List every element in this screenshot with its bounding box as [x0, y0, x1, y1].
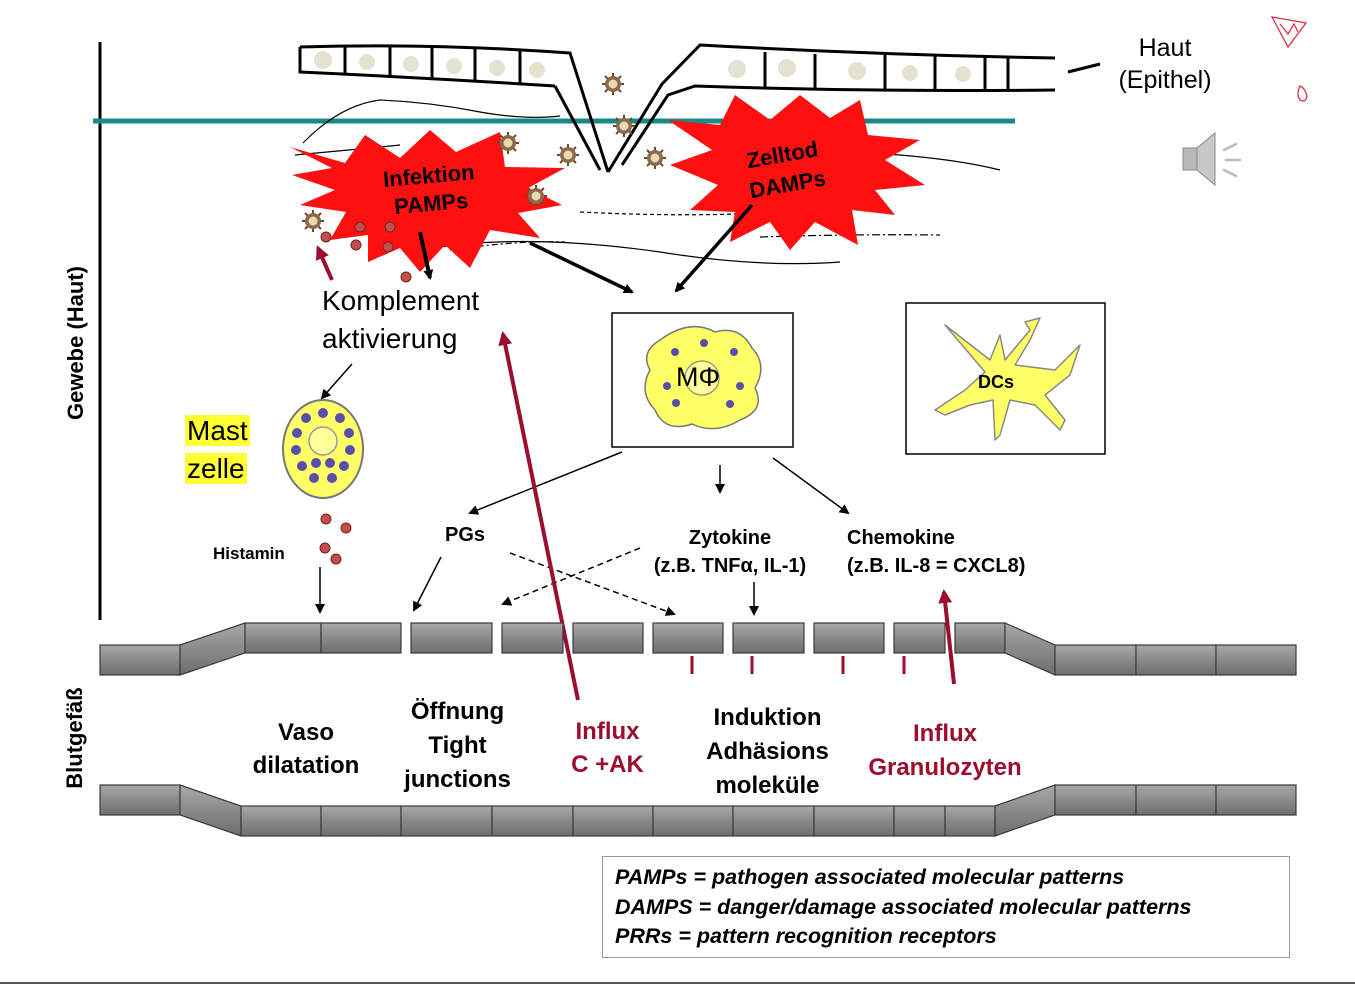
- complement-dots: [320, 221, 412, 283]
- macrophage-panel: [611, 312, 794, 448]
- cytokines-label: Zytokine(z.B. TNFα, IL-1): [653, 527, 807, 577]
- tissue-axis-label: Gewebe (Haut): [63, 265, 88, 421]
- legend-pamps: PAMPs = pathogen associated molecular pa…: [615, 865, 1125, 889]
- skin-epithelium-label: Haut(Epithel): [1118, 34, 1212, 94]
- pen-annotation: [1270, 16, 1308, 102]
- vessel-upper-wall: [99, 622, 1297, 676]
- dendritic-cells-label: DCs: [978, 372, 1015, 392]
- legend-prrs: PRRs = pattern recognition receptors: [615, 924, 997, 948]
- abbreviation-legend: PAMPs = pathogen associated molecular pa…: [602, 856, 1290, 958]
- mast-cell-label: Mast zelle: [185, 415, 250, 484]
- epithelial-nuclei: [314, 51, 971, 82]
- legend-damps: DAMPS = danger/damage associated molecul…: [615, 894, 1192, 919]
- chemokines-label: Chemokine(z.B. IL-8 = CXCL8): [847, 527, 1026, 577]
- mast-cell: [282, 399, 364, 499]
- histamine-label: Histamin: [213, 544, 285, 563]
- prostaglandins-label: PGs: [445, 524, 486, 546]
- speaker-icon[interactable]: [1182, 131, 1242, 187]
- adhesion-molecules: [690, 656, 906, 674]
- infection-burst: [290, 130, 565, 272]
- macrophage-label: MΦ: [676, 362, 721, 392]
- celldeath-burst: [668, 95, 925, 250]
- blood-vessel-axis-label: Blutgefäß: [62, 687, 87, 789]
- flow-arrows: [315, 203, 850, 616]
- vessel-lower-wall: [99, 784, 1297, 837]
- epithelium: [298, 43, 1101, 173]
- dendritic-cell-panel: [905, 302, 1106, 455]
- histamine-dots: [319, 513, 352, 565]
